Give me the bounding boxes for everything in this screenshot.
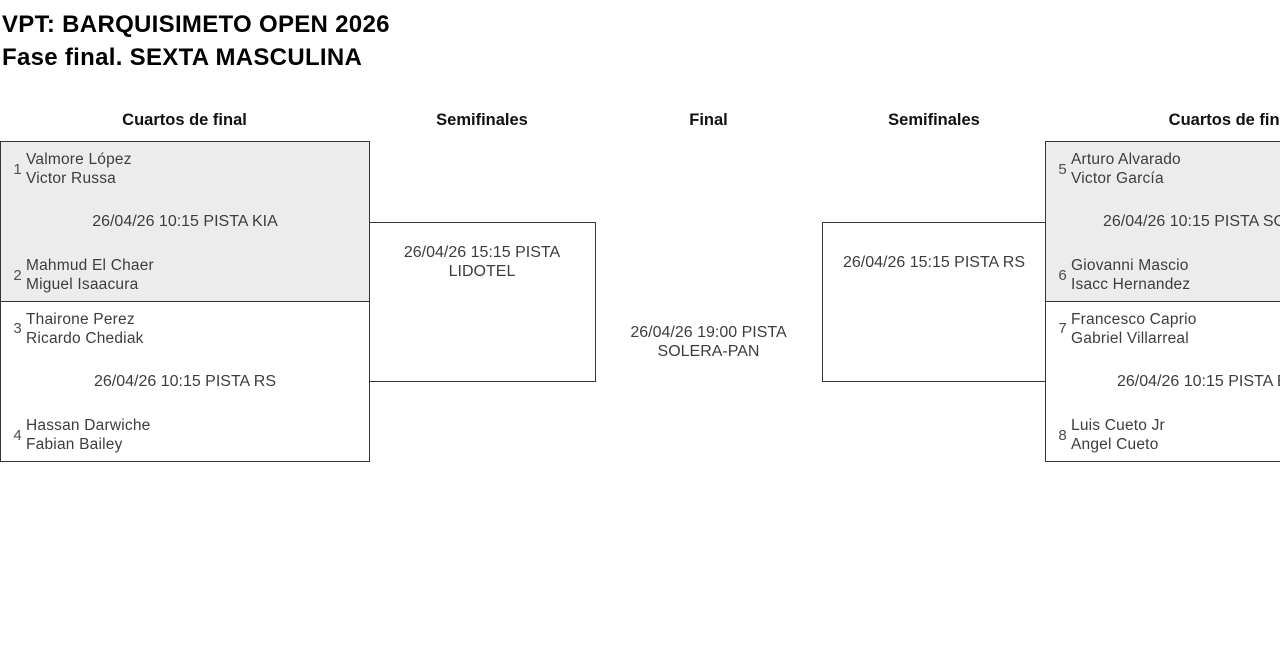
match-datetime-court: 26/04/26 10:15 PISTA SOL — [1103, 213, 1280, 230]
team-players: Thairone Perez Ricardo Chediak — [26, 310, 144, 348]
team-players: Luis Cueto Jr Angel Cueto — [1071, 416, 1165, 454]
round-header-quarterfinals-left: Cuartos de final — [122, 111, 247, 129]
match-box-qf-3[interactable]: 5 Arturo Alvarado Victor García 26/04/26… — [1045, 141, 1280, 302]
team-row: 1 Valmore López Victor Russa — [1, 150, 369, 188]
player-name: Luis Cueto Jr — [1071, 417, 1165, 434]
team-players: Valmore López Victor Russa — [26, 150, 132, 188]
seed-number: 6 — [1058, 266, 1067, 284]
player-name: Francesco Caprio — [1071, 310, 1197, 328]
round-header-semifinals-right: Semifinales — [888, 111, 980, 129]
match-box-qf-2[interactable]: 3 Thairone Perez Ricardo Chediak 26/04/2… — [0, 300, 370, 462]
match-datetime-court: 26/04/26 10:15 PISTA KIA — [92, 213, 278, 230]
round-header-final: Final — [689, 111, 728, 129]
team-row: 5 Arturo Alvarado Victor García — [1046, 150, 1280, 188]
player-name: Angel Cueto — [1071, 436, 1159, 453]
match-box-qf-4[interactable]: 7 Francesco Caprio Gabriel Villarreal 26… — [1045, 300, 1280, 462]
team-players: Arturo Alvarado Victor García — [1071, 150, 1181, 188]
match-datetime-court: 26/04/26 19:00 PISTA SOLERA-PAN — [630, 324, 787, 360]
round-header-quarterfinals-right: Cuartos de final — [1168, 111, 1280, 129]
player-name: Hassan Darwiche — [26, 417, 151, 434]
player-name: Mahmud El Chaer — [26, 257, 154, 274]
team-row: 4 Hassan Darwiche Fabian Bailey — [1, 416, 369, 454]
match-box-sf-right[interactable]: 26/04/26 15:15 PISTA RS — [821, 222, 1047, 382]
match-datetime-court: 26/04/26 15:15 PISTA RS — [842, 253, 1026, 271]
page-title: VPT: BARQUISIMETO OPEN 2026 Fase final. … — [2, 8, 390, 74]
team-row: 3 Thairone Perez Ricardo Chediak — [1, 310, 369, 348]
tournament-title: VPT: BARQUISIMETO OPEN 2026 — [2, 11, 390, 38]
match-slot: 26/04/26 15:15 PISTA RS — [823, 223, 1046, 301]
team-players: Giovanni Mascio Isacc Hernandez — [1071, 256, 1190, 294]
team-row: 2 Mahmud El Chaer Miguel Isaacura — [1, 256, 369, 294]
match-slot: 26/04/26 15:15 PISTA LIDOTEL — [370, 223, 595, 301]
team-row: 8 Luis Cueto Jr Angel Cueto — [1046, 416, 1280, 454]
phase-category-subtitle: Fase final. SEXTA MASCULINA — [2, 44, 363, 71]
player-name: Arturo Alvarado — [1071, 151, 1181, 168]
match-datetime-court: 26/04/26 10:15 PISTA B — [1117, 372, 1280, 390]
match-datetime-court: 26/04/26 15:15 PISTA LIDOTEL — [403, 244, 561, 280]
match-box-qf-1[interactable]: 1 Valmore López Victor Russa 26/04/26 10… — [0, 141, 370, 302]
player-name: Gabriel Villarreal — [1071, 329, 1189, 347]
seed-number: 2 — [13, 266, 22, 284]
match-box-sf-left[interactable]: 26/04/26 15:15 PISTA LIDOTEL — [368, 222, 596, 382]
player-name: Victor Russa — [26, 170, 116, 187]
player-name: Victor García — [1071, 170, 1164, 187]
team-players: Mahmud El Chaer Miguel Isaacura — [26, 256, 154, 294]
team-row: 7 Francesco Caprio Gabriel Villarreal — [1046, 310, 1280, 348]
player-name: Miguel Isaacura — [26, 276, 139, 293]
round-header-semifinals-left: Semifinales — [436, 111, 528, 129]
player-name: Thairone Perez — [26, 310, 135, 328]
team-players: Francesco Caprio Gabriel Villarreal — [1071, 310, 1197, 348]
seed-number: 1 — [13, 160, 22, 178]
match-datetime-court: 26/04/26 10:15 PISTA RS — [93, 372, 277, 390]
team-row: 6 Giovanni Mascio Isacc Hernandez — [1046, 256, 1280, 294]
player-name: Valmore López — [26, 151, 132, 168]
player-name: Ricardo Chediak — [26, 329, 144, 347]
final-match-slot: 26/04/26 19:00 PISTA SOLERA-PAN — [595, 302, 822, 382]
seed-number: 5 — [1058, 160, 1067, 178]
seed-number: 8 — [1058, 426, 1067, 444]
seed-number: 7 — [1058, 320, 1067, 337]
team-players: Hassan Darwiche Fabian Bailey — [26, 416, 150, 454]
player-name: Isacc Hernandez — [1071, 276, 1191, 293]
player-name: Giovanni Mascio — [1071, 257, 1189, 274]
seed-number: 3 — [13, 320, 22, 337]
seed-number: 4 — [13, 426, 22, 444]
player-name: Fabian Bailey — [26, 436, 123, 453]
